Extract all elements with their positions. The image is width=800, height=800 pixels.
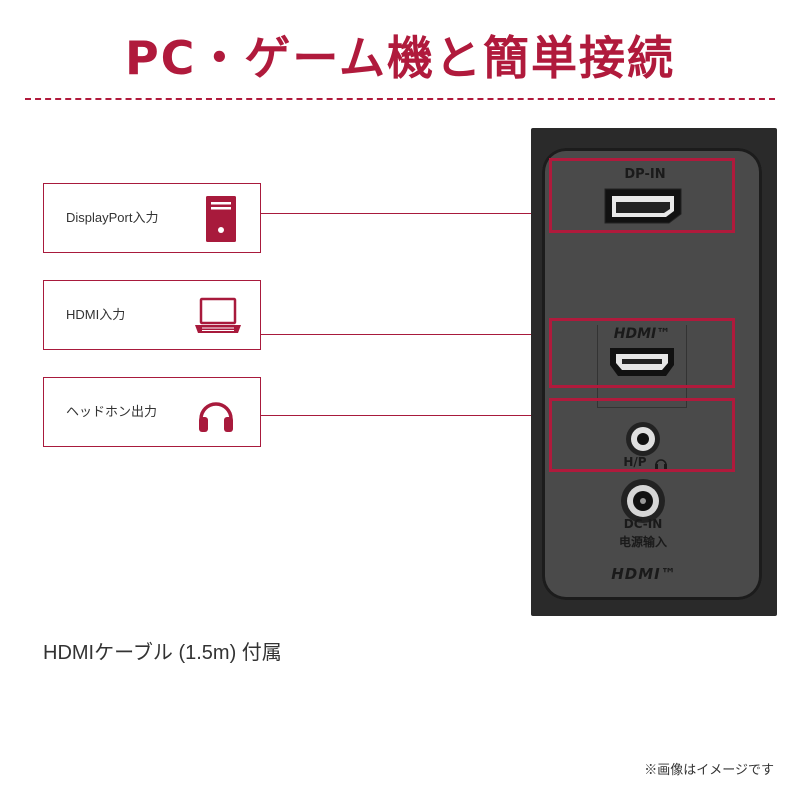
cable-included-note: HDMIケーブル (1.5m) 付属: [43, 642, 282, 664]
connector-line-displayport: [261, 213, 549, 214]
highlight-headphone: [549, 398, 735, 472]
headphone-symbol-icon: [655, 459, 667, 469]
hdmi-port-label: HDMI™: [613, 326, 671, 342]
image-disclaimer: ※画像はイメージです: [644, 762, 774, 777]
hdmi-label: HDMI入力: [66, 307, 126, 322]
label-box-displayport: DisplayPort入力: [43, 183, 261, 253]
desktop-tower-icon: [206, 196, 236, 242]
laptop-icon: [195, 297, 241, 333]
connector-line-headphone: [261, 415, 549, 416]
hdmi-port-surround: [597, 325, 687, 408]
dp-in-label: DP-IN: [624, 167, 666, 182]
connector-line-hdmi: [261, 334, 549, 335]
headphone-label: ヘッドホン出力: [66, 404, 158, 419]
label-box-hdmi: HDMI入力: [43, 280, 261, 350]
title-divider: [25, 98, 775, 100]
displayport-label: DisplayPort入力: [66, 210, 159, 225]
dc-in-sub-label: 电源输入: [618, 535, 667, 549]
displayport-port-icon: [604, 188, 682, 224]
hdmi-logo: HDMI™: [611, 565, 677, 583]
headphone-jack-icon: [626, 422, 660, 456]
page-title: PC・ゲーム機と簡単接続: [124, 31, 676, 85]
hdmi-port-icon: [610, 348, 674, 376]
hp-label: H/P: [623, 455, 647, 469]
highlight-displayport: [549, 158, 735, 233]
dc-in-jack-icon: [621, 479, 665, 523]
label-box-headphone: ヘッドホン出力: [43, 377, 261, 447]
highlight-hdmi: [549, 318, 735, 388]
headphones-icon: [199, 402, 233, 432]
dc-in-label: DC-IN: [623, 517, 663, 531]
